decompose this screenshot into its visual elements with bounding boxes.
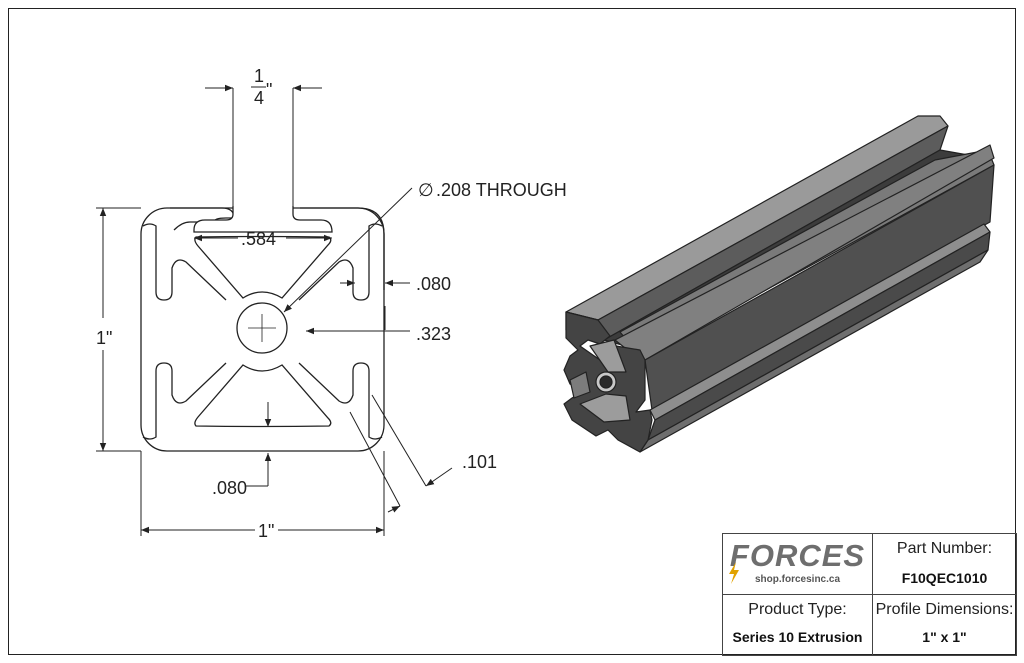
dim-width: 1" xyxy=(258,521,274,541)
extrusion-3d-view xyxy=(563,115,995,453)
title-block: FORCES shop.forcesinc.ca Part Number: F1… xyxy=(722,533,1017,656)
product-type-label: Product Type: xyxy=(748,601,847,618)
dim-hole-label: .208 THROUGH xyxy=(436,180,567,200)
dim-slot-unit: " xyxy=(266,80,272,100)
dim-diagonal: .101 xyxy=(462,452,497,472)
logo-url: shop.forcesinc.ca xyxy=(754,574,841,585)
company-logo: FORCES xyxy=(729,538,866,573)
lightning-bolt-icon xyxy=(729,562,739,584)
dim-height: 1" xyxy=(96,328,112,348)
diameter-symbol: ∅ xyxy=(418,180,434,200)
profile-dim-cell: Profile Dimensions: 1" x 1" xyxy=(873,595,1017,656)
logo-cell: FORCES shop.forcesinc.ca xyxy=(723,534,873,595)
dim-core-offset: .323 xyxy=(416,324,451,344)
product-type-cell: Product Type: Series 10 Extrusion xyxy=(723,595,873,656)
center-hole xyxy=(236,302,288,354)
slot-right xyxy=(298,223,383,301)
part-number-label: Part Number: xyxy=(896,540,993,557)
dim-slot-denominator: 4 xyxy=(254,88,264,108)
profile-cross-section xyxy=(140,206,385,452)
product-type-value: Series 10 Extrusion xyxy=(732,629,863,645)
profile-dim-value: 1" x 1" xyxy=(922,629,967,645)
part-number-value: F10QEC1010 xyxy=(901,570,988,586)
drawing-sheet-border xyxy=(8,8,1016,655)
dim-wall-right: .080 xyxy=(416,274,451,294)
pocket-top xyxy=(194,235,332,299)
part-number-cell: Part Number: F10QEC1010 xyxy=(873,534,1017,595)
profile-interior xyxy=(142,223,383,440)
dim-wall-bottom: .080 xyxy=(212,478,247,498)
slot-left xyxy=(142,223,227,301)
slot-top xyxy=(193,206,333,233)
dim-slot-numerator: 1 xyxy=(254,66,264,86)
profile-dim-label: Profile Dimensions: xyxy=(875,601,1014,618)
dim-inner-width: .584 xyxy=(241,229,276,249)
